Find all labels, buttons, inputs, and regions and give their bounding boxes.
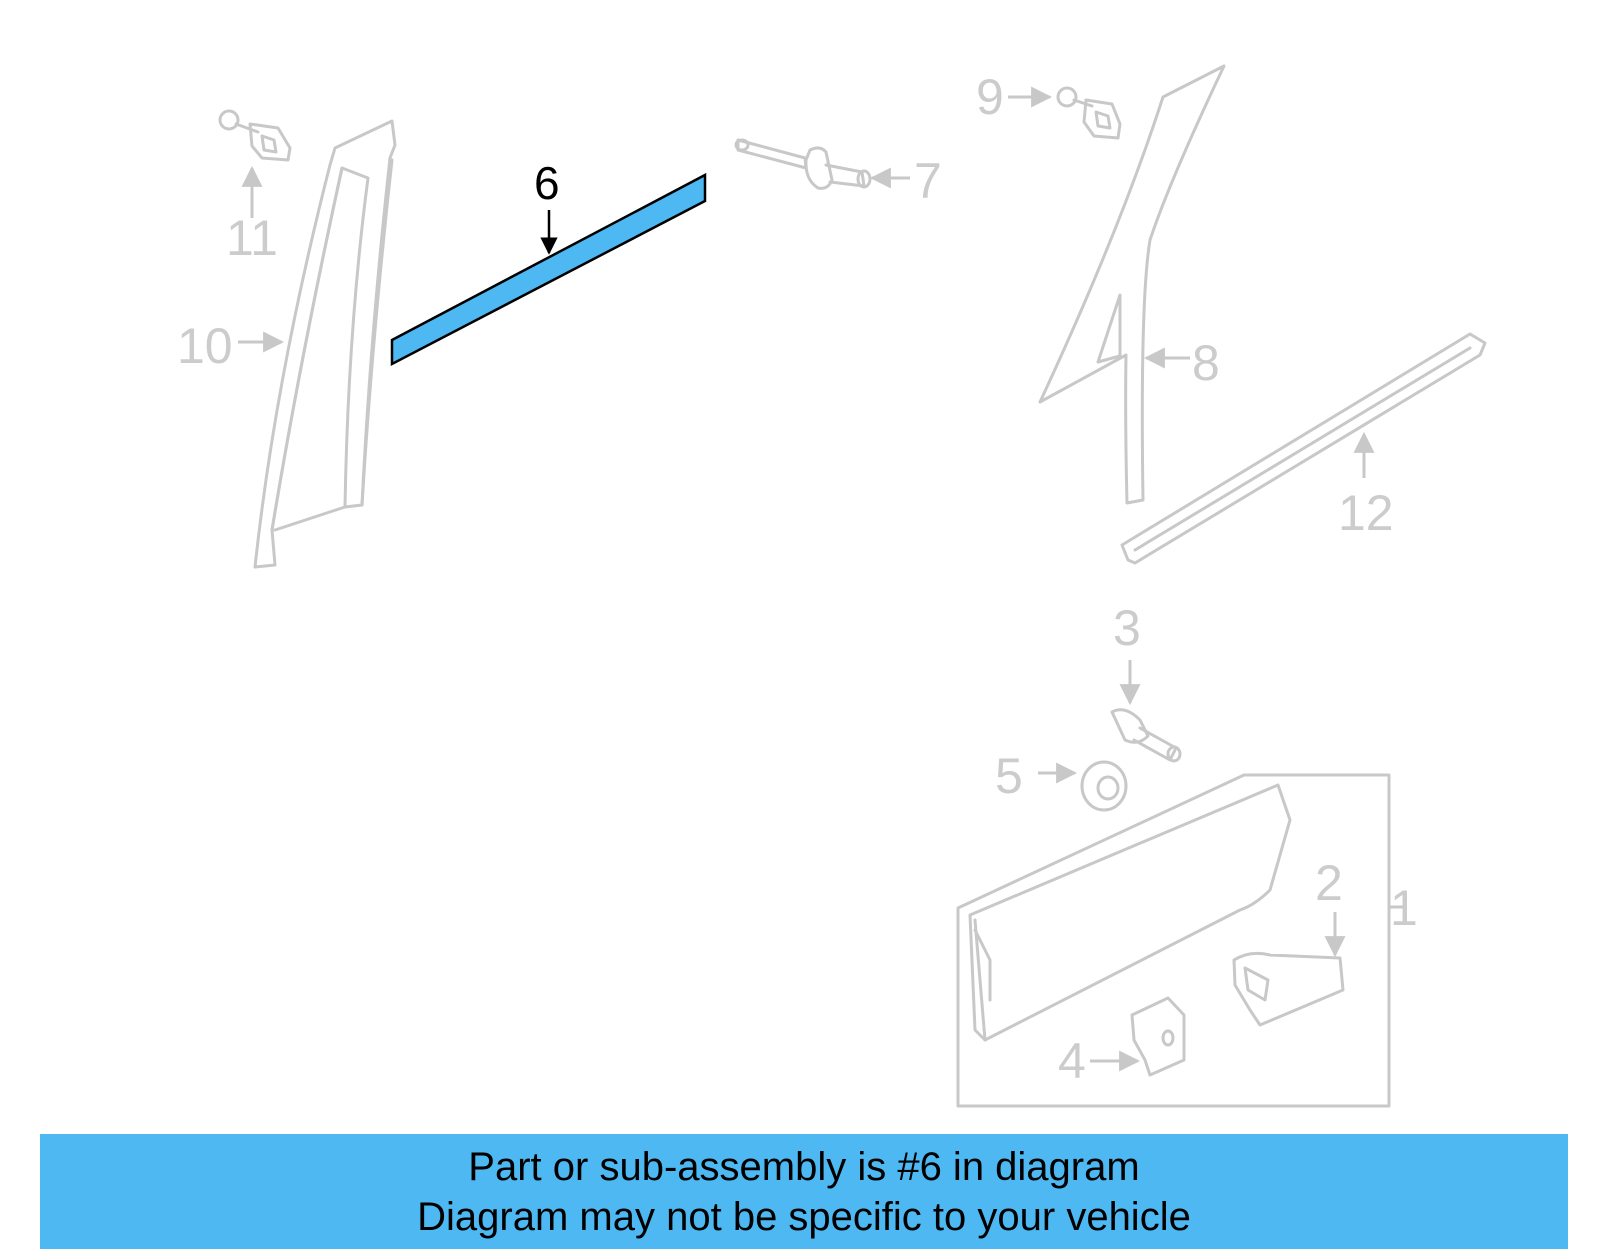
part-2-clip	[1232, 912, 1346, 1027]
part-6-moulding	[390, 172, 707, 367]
part-4-nut-clip	[1090, 996, 1186, 1077]
callout-4: 4	[1058, 1033, 1086, 1089]
callout-7: 7	[914, 153, 942, 209]
banner-line-1: Part or sub-assembly is #6 in diagram	[468, 1144, 1140, 1189]
callout-5: 5	[995, 748, 1023, 804]
banner-line-2: Diagram may not be specific to your vehi…	[417, 1194, 1191, 1239]
part-5-grommet	[1038, 760, 1128, 812]
part-10-pillar-trim	[253, 119, 397, 569]
callout-12: 12	[1338, 485, 1394, 541]
callout-3: 3	[1113, 600, 1141, 656]
callout-6: 6	[534, 157, 560, 209]
callout-8: 8	[1192, 335, 1220, 391]
info-banner: Part or sub-assembly is #6 in diagram Di…	[40, 1134, 1568, 1249]
part-3-bolt	[1110, 660, 1182, 763]
callout-11: 11	[226, 210, 278, 266]
part-9-clip	[1008, 86, 1122, 140]
part-8-pillar-garnish	[1038, 64, 1226, 505]
callout-2: 2	[1315, 855, 1343, 911]
part-1-door-moulding	[956, 773, 1405, 1108]
callout-9: 9	[976, 69, 1004, 125]
callout-10: 10	[177, 318, 233, 374]
part-7-rivet	[734, 138, 910, 190]
part-12-weatherstrip	[1120, 332, 1487, 565]
part-11-clip	[218, 109, 292, 218]
callout-1: 1	[1390, 880, 1418, 936]
